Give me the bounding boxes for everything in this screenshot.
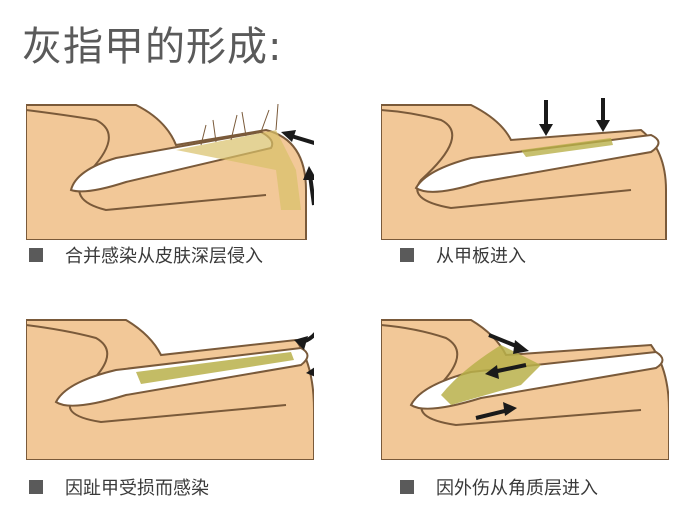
caption-text: 因外伤从角质层进入 (436, 478, 598, 499)
square-bullet-icon (400, 480, 414, 494)
arrowhead-icon (596, 120, 610, 132)
nail-cross-section-illustration (26, 103, 314, 240)
diagram-panel-damaged-nail (26, 310, 314, 460)
caption-skin-deep: 合并感染从皮肤深层侵入 (29, 242, 263, 268)
caption-text: 从甲板进入 (436, 246, 526, 267)
square-bullet-icon (29, 480, 43, 494)
arrowhead-icon (513, 340, 529, 354)
diagram-panel-nail-plate (381, 90, 669, 240)
arrowhead-icon (294, 336, 308, 350)
arrowhead-icon (503, 402, 517, 416)
caption-text: 因趾甲受损而感染 (65, 478, 209, 499)
page-title: 灰指甲的形成: (22, 24, 283, 70)
diagram-panel-cuticle-injury (381, 310, 669, 460)
arrowhead-icon (281, 130, 296, 142)
caption-text: 合并感染从皮肤深层侵入 (65, 246, 263, 267)
caption-damaged-nail: 因趾甲受损而感染 (29, 474, 209, 500)
nail-cross-section-illustration (381, 319, 669, 460)
arrow-icon (475, 408, 510, 420)
caption-cuticle-injury: 因外伤从角质层进入 (400, 474, 598, 500)
caption-nail-plate: 从甲板进入 (400, 242, 526, 268)
arrowhead-icon (539, 124, 553, 136)
arrowhead-icon (306, 367, 314, 377)
arrowhead-icon (485, 365, 499, 379)
nail-cross-section-illustration (381, 98, 667, 240)
diagram-panel-skin-deep (26, 90, 314, 240)
square-bullet-icon (29, 248, 43, 262)
arrowhead-icon (303, 166, 314, 180)
nail-cross-section-illustration (26, 319, 314, 460)
square-bullet-icon (400, 248, 414, 262)
